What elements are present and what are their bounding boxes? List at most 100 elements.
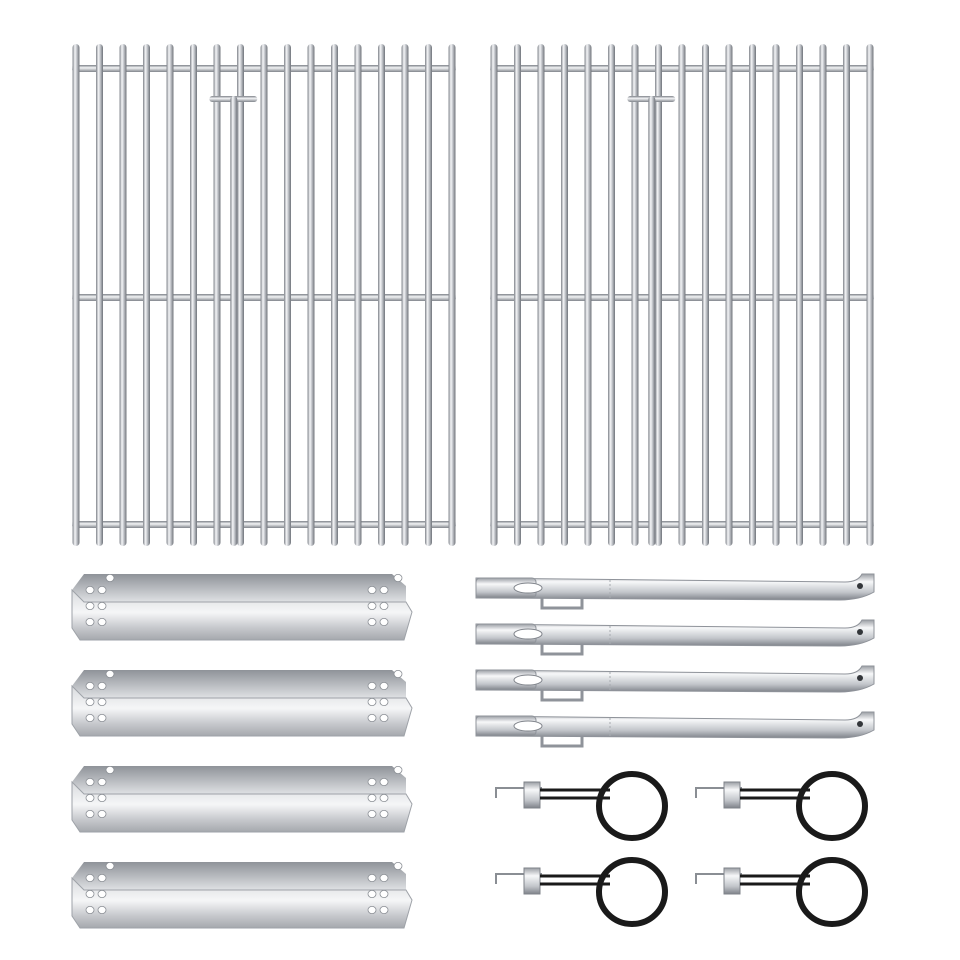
heat-plate-hole [379, 810, 389, 819]
grate-rod [655, 44, 662, 546]
heat-plate-top [72, 766, 406, 794]
igniter-1 [495, 771, 668, 841]
burner-bracket [540, 598, 584, 610]
grate-rod [561, 44, 568, 546]
heat-plate-hole [85, 810, 95, 819]
grate-rod [96, 44, 103, 546]
igniter-4 [695, 857, 868, 927]
heat-plate-hole [97, 602, 107, 611]
burner-mount-hole [857, 583, 863, 589]
igniter-wire-coil [796, 771, 868, 841]
heat-plate-hole [97, 810, 107, 819]
grate-rod [631, 44, 639, 546]
igniter-bracket [523, 867, 541, 895]
burner-4 [475, 711, 875, 748]
grate-rod [866, 44, 874, 546]
grate-rod [514, 44, 521, 546]
heat-plate-hole [105, 862, 115, 870]
heat-plate-top [72, 862, 406, 890]
burner-air-opening [513, 628, 543, 640]
igniter-wire-coil [796, 857, 868, 927]
heat-plate-hole [379, 906, 389, 915]
heat-plate-hole [85, 777, 95, 786]
heat-plate-hole [393, 862, 403, 870]
heat-plate-hole [367, 906, 377, 915]
heat-plate-hole [97, 681, 107, 690]
igniter-wires [495, 771, 868, 927]
heat-plate-hole [105, 574, 115, 582]
heat-plate-4 [71, 862, 413, 929]
heat-plate-hole [85, 698, 95, 707]
heat-plate-body [71, 684, 413, 737]
heat-plate-hole [97, 906, 107, 915]
heat-plate-hole [379, 618, 389, 627]
heat-plate-3 [71, 766, 413, 833]
grate-rod [401, 44, 409, 546]
heat-plate-hole [97, 873, 107, 882]
burner-bracket [540, 644, 584, 656]
burner-bracket [540, 690, 584, 702]
grate-rod [331, 44, 338, 546]
heat-plate-hole [85, 602, 95, 611]
burner-tube [475, 711, 875, 739]
grate-handle-rod [230, 96, 238, 546]
heat-plate-hole [393, 574, 403, 582]
heat-plate-hole [367, 890, 377, 899]
burner-tube [475, 573, 875, 601]
heat-plate-hole [85, 794, 95, 803]
burner-air-opening [513, 582, 543, 594]
heat-plate-hole [85, 681, 95, 690]
grate-rod [725, 44, 733, 546]
heat-plate-hole [393, 766, 403, 774]
grate-rod [237, 44, 244, 546]
heat-plate-hole [367, 618, 377, 627]
heat-plate-hole [393, 670, 403, 678]
grate-rod [584, 44, 592, 546]
igniter-wire-coil [596, 771, 668, 841]
heat-plate-hole [367, 810, 377, 819]
grate-rod [796, 44, 803, 546]
heat-plate-hole [105, 766, 115, 774]
grate-rod [537, 44, 545, 546]
grate-rod [284, 44, 291, 546]
grate-1 [72, 44, 456, 546]
heat-plate-hole [379, 585, 389, 594]
grate-rod [378, 44, 385, 546]
grate-rod [307, 44, 315, 546]
heat-plate-hole [367, 714, 377, 723]
grate-rod [190, 44, 197, 546]
grate-rod [448, 44, 456, 546]
heat-plate-hole [97, 777, 107, 786]
heat-plate-hole [97, 618, 107, 627]
heat-plate-hole [367, 585, 377, 594]
grate-rod [72, 44, 80, 546]
igniter-bracket [523, 781, 541, 809]
igniter-bracket [723, 781, 741, 809]
burner-tubes [475, 573, 875, 748]
heat-plate-hole [97, 890, 107, 899]
burner-air-opening [513, 674, 543, 686]
heat-plate-hole [97, 585, 107, 594]
heat-plate-hole [379, 794, 389, 803]
burner-bracket [540, 736, 584, 748]
grate-rod [608, 44, 615, 546]
igniter-2 [695, 771, 868, 841]
burner-mount-hole [857, 675, 863, 681]
grate-rod [490, 44, 498, 546]
burner-2 [475, 619, 875, 656]
heat-plate-hole [85, 890, 95, 899]
burner-mount-hole [857, 721, 863, 727]
heat-plate-hole [379, 681, 389, 690]
heat-plate-hole [85, 906, 95, 915]
heat-plate-hole [85, 618, 95, 627]
grate-rod [843, 44, 850, 546]
heat-plate-hole [97, 794, 107, 803]
burner-tube [475, 619, 875, 647]
heat-plate-hole [379, 714, 389, 723]
grate-rod [213, 44, 221, 546]
burner-1 [475, 573, 875, 610]
heat-plate-hole [379, 873, 389, 882]
burner-air-opening [513, 720, 543, 732]
heat-plate-body [71, 780, 413, 833]
